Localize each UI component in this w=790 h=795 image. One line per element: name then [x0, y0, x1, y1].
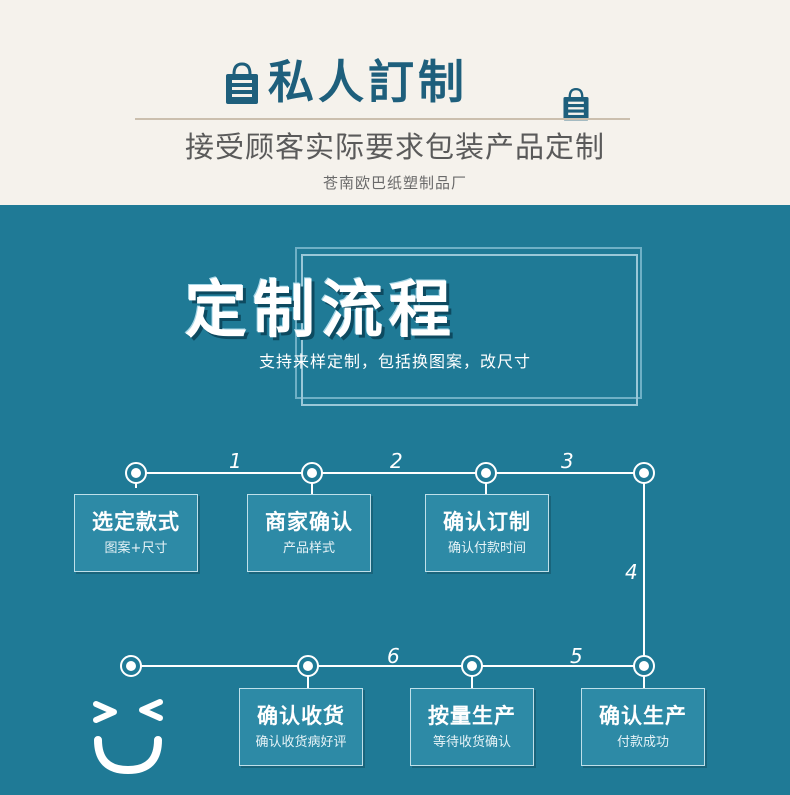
step-number: 5 — [570, 644, 583, 668]
process-title: 定制流程 — [185, 273, 458, 346]
shopping-bag-icon — [226, 62, 258, 104]
step-box: 按量生产 等待收货确认 — [410, 688, 534, 766]
title-frame-outer — [295, 247, 642, 399]
node-dot — [475, 462, 497, 484]
node-dot — [297, 655, 319, 677]
step-title: 按量生产 — [428, 704, 516, 728]
step-title: 商家确认 — [265, 510, 353, 534]
step-title: 确认生产 — [599, 704, 687, 728]
node-dot — [125, 462, 147, 484]
node-dot — [461, 655, 483, 677]
header-subtitle: 接受顾客实际要求包装产品定制 — [184, 130, 605, 164]
step-box: 确认生产 付款成功 — [581, 688, 705, 766]
header-banner — [0, 0, 790, 205]
step-number: 2 — [390, 449, 403, 473]
step-title: 选定款式 — [92, 510, 180, 534]
step-subtitle: 确认付款时间 — [447, 541, 526, 556]
step-subtitle: 图案+尺寸 — [104, 541, 168, 556]
brand-divider — [135, 118, 630, 120]
step-box: 选定款式 图案+尺寸 — [74, 494, 198, 572]
step-number: 3 — [561, 449, 574, 473]
step-box: 商家确认 产品样式 — [247, 494, 371, 572]
step-subtitle: 确认收货病好评 — [255, 735, 347, 750]
node-dot — [120, 655, 142, 677]
shopping-bag-icon — [563, 87, 589, 121]
step-subtitle: 付款成功 — [616, 735, 669, 750]
smiley-face-icon — [93, 699, 163, 775]
step-number: 4 — [625, 560, 638, 584]
node-dot — [633, 655, 655, 677]
process-subtitle: 支持来样定制，包括换图案，改尺寸 — [258, 352, 531, 371]
node-dot — [633, 462, 655, 484]
brand-title: 私人訂制 — [268, 55, 468, 109]
step-subtitle: 产品样式 — [282, 541, 335, 556]
step-title: 确认收货 — [257, 704, 345, 728]
factory-name: 苍南欧巴纸塑制品厂 — [322, 174, 467, 192]
step-box: 确认收货 确认收货病好评 — [239, 688, 363, 766]
step-number: 1 — [229, 449, 242, 473]
step-box: 确认订制 确认付款时间 — [425, 494, 549, 572]
step-title: 确认订制 — [443, 510, 531, 534]
step-subtitle: 等待收货确认 — [432, 735, 511, 750]
title-frame-inner — [301, 254, 638, 406]
node-dot — [301, 462, 323, 484]
step-number: 6 — [387, 644, 400, 668]
